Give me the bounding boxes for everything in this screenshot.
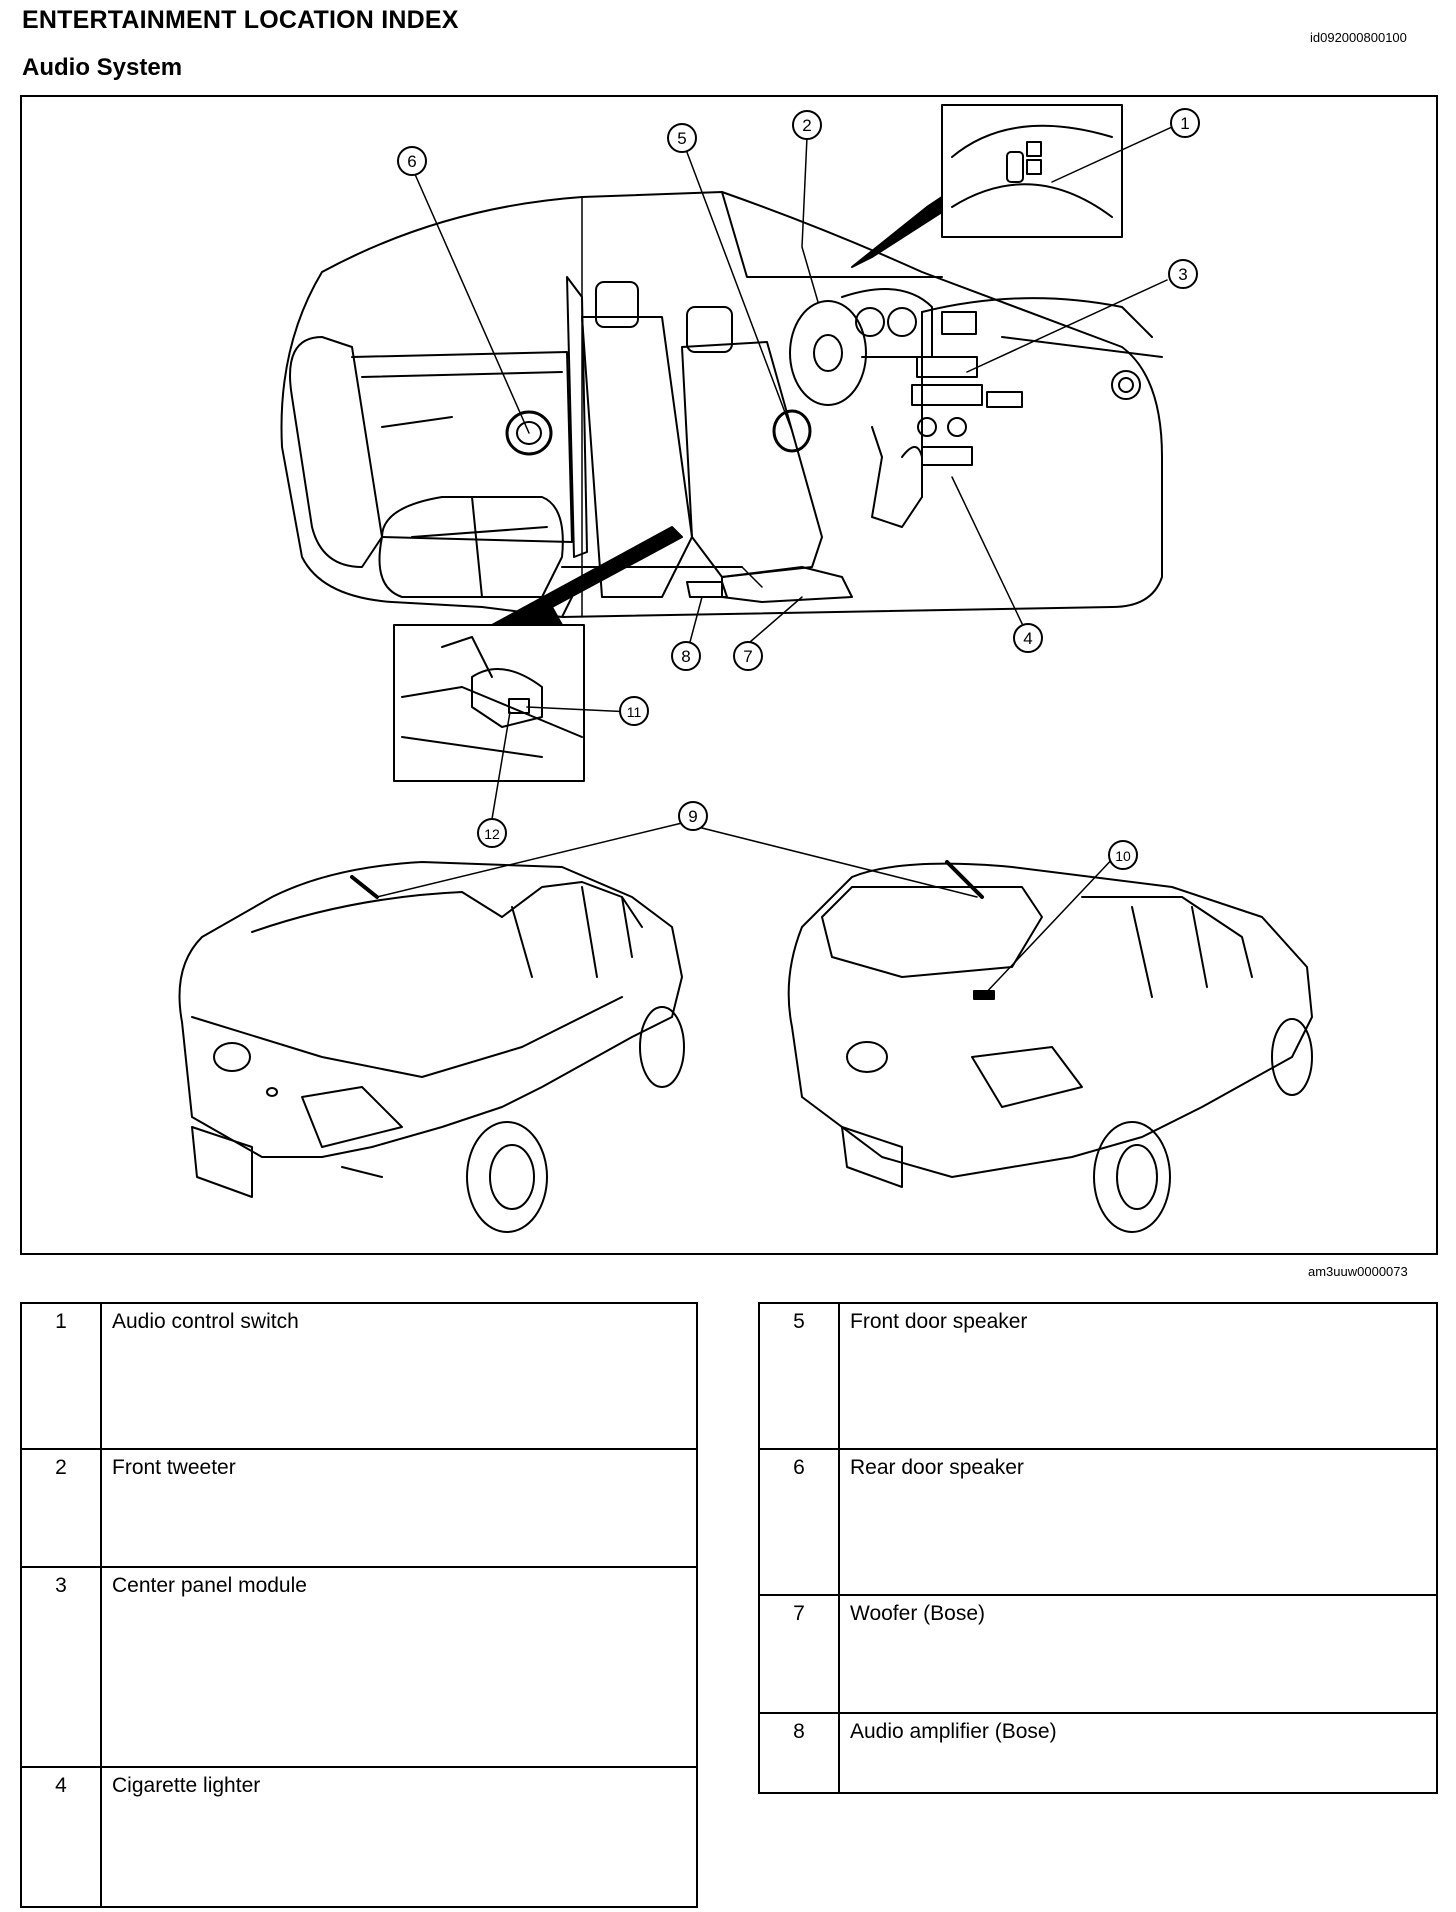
legend-number: 5	[758, 1302, 840, 1450]
callout-10: 10	[1108, 840, 1138, 870]
svg-text:4: 4	[1023, 629, 1032, 648]
legend-label: Audio amplifier (Bose)	[838, 1712, 1438, 1794]
callout-6: 6	[397, 146, 427, 176]
callout-12: 12	[477, 818, 507, 848]
svg-text:1: 1	[1180, 114, 1189, 133]
inset-auxiliary-jack	[393, 526, 683, 782]
svg-text:9: 9	[688, 807, 697, 826]
callout-3: 3	[1168, 259, 1198, 289]
legend-number: 2	[20, 1448, 102, 1568]
callout-1: 1	[1170, 108, 1200, 138]
svg-text:3: 3	[1178, 265, 1187, 284]
legend-number: 8	[758, 1712, 840, 1794]
legend-row: 1 Audio control switch	[20, 1302, 698, 1450]
callout-4: 4	[1013, 623, 1043, 653]
svg-text:2: 2	[802, 116, 811, 135]
callout-9: 9	[678, 801, 708, 831]
audio-system-illustration: 1 2 3 4 5 6 7 8 9 10 11 12	[20, 95, 1438, 1255]
svg-text:5: 5	[677, 129, 686, 148]
legend-row: 8 Audio amplifier (Bose)	[758, 1712, 1438, 1794]
legend-number: 1	[20, 1302, 102, 1450]
callout-11: 11	[619, 696, 649, 726]
legend-label: Center panel module	[100, 1566, 698, 1768]
section-title: Audio System	[22, 54, 183, 81]
document-id: id092000800100	[1310, 30, 1407, 45]
hatchback-antenna	[945, 860, 984, 899]
sedan-antenna	[350, 875, 379, 899]
legend-label: Front tweeter	[100, 1448, 698, 1568]
legend-label: Front door speaker	[838, 1302, 1438, 1450]
callout-2: 2	[792, 110, 822, 140]
callout-markers: 1 2 3 4 5 6 7 8 9 10 11 12	[397, 108, 1200, 870]
svg-text:10: 10	[1115, 848, 1131, 864]
callout-8: 8	[671, 641, 701, 671]
inset-audio-control-switch	[851, 104, 1123, 268]
callout-leader-lines	[376, 126, 1173, 998]
legend-number: 4	[20, 1766, 102, 1908]
legend-label: Rear door speaker	[838, 1448, 1438, 1596]
legend-label: Woofer (Bose)	[838, 1594, 1438, 1714]
page-title: ENTERTAINMENT LOCATION INDEX	[22, 6, 459, 34]
legend-label: Audio control switch	[100, 1302, 698, 1450]
svg-text:12: 12	[484, 826, 500, 842]
legend-table-left: 1 Audio control switch 2 Front tweeter 3…	[20, 1302, 698, 1908]
legend-label: Cigarette lighter	[100, 1766, 698, 1908]
legend-number: 6	[758, 1448, 840, 1596]
legend-row: 2 Front tweeter	[20, 1448, 698, 1568]
svg-text:6: 6	[407, 152, 416, 171]
callout-5: 5	[667, 123, 697, 153]
legend-number: 7	[758, 1594, 840, 1714]
legend-table-right: 5 Front door speaker 6 Rear door speaker…	[758, 1302, 1438, 1794]
legend-row: 6 Rear door speaker	[758, 1448, 1438, 1596]
svg-text:11: 11	[627, 704, 642, 720]
legend-number: 3	[20, 1566, 102, 1768]
callout-7: 7	[733, 641, 763, 671]
legend-row: 4 Cigarette lighter	[20, 1766, 698, 1908]
svg-text:8: 8	[681, 647, 690, 666]
legend-row: 5 Front door speaker	[758, 1302, 1438, 1450]
legend-row: 3 Center panel module	[20, 1566, 698, 1768]
legend-row: 7 Woofer (Bose)	[758, 1594, 1438, 1714]
svg-text:7: 7	[743, 647, 752, 666]
vehicle-interior-drawing	[280, 191, 1163, 618]
figure-code: am3uuw0000073	[1308, 1264, 1408, 1279]
sedan-drawing	[178, 861, 685, 1233]
hatchback-drawing	[787, 862, 1313, 1233]
